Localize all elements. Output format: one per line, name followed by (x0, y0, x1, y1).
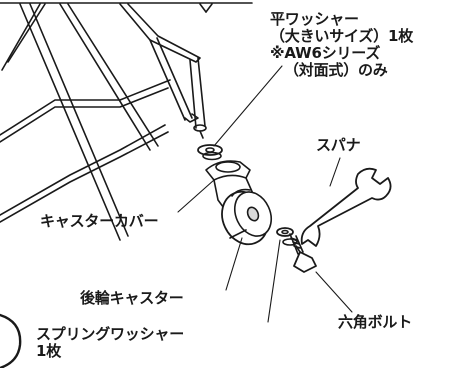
leader-spring-washer (267, 239, 281, 323)
label-spring-washer-line1: スプリングワッシャー (36, 325, 185, 343)
leader-rear-caster (225, 237, 243, 291)
label-flat-washer-line1: 平ワッシャー (270, 10, 359, 28)
label-flat-washer-line4: （対面式）のみ (284, 61, 388, 79)
label-rear-caster: 後輪キャスター (80, 289, 184, 307)
label-flat-washer-line3: ※AW6シリーズ (270, 44, 381, 62)
spring-washer-part (276, 227, 298, 246)
hex-bolt-part (289, 233, 317, 273)
partial-circle-edge (0, 313, 22, 368)
label-caster-cover: キャスターカバー (40, 212, 159, 230)
label-hex-bolt: 六角ボルト (338, 313, 413, 331)
leader-spanner (329, 157, 341, 187)
label-spring-washer-line2: 1枚 (36, 342, 62, 360)
flat-washer-part (197, 144, 223, 161)
leader-washer-flat (213, 65, 283, 147)
cart-frame (0, 3, 213, 241)
label-spring-washer: スプリングワッシャー 1枚 (36, 326, 184, 360)
caster-post (189, 57, 207, 139)
leader-caster-cover (177, 179, 215, 213)
spanner-part (300, 167, 392, 247)
caster-wheel-part (221, 188, 273, 246)
label-spanner: スパナ (316, 136, 361, 154)
leader-lines (177, 65, 353, 323)
label-flat-washer-line2: （大きいサイズ）1枚 (270, 27, 413, 45)
leader-hex-bolt (315, 271, 353, 313)
label-flat-washer: 平ワッシャー （大きいサイズ）1枚 ※AW6シリーズ （対面式）のみ (270, 11, 413, 79)
